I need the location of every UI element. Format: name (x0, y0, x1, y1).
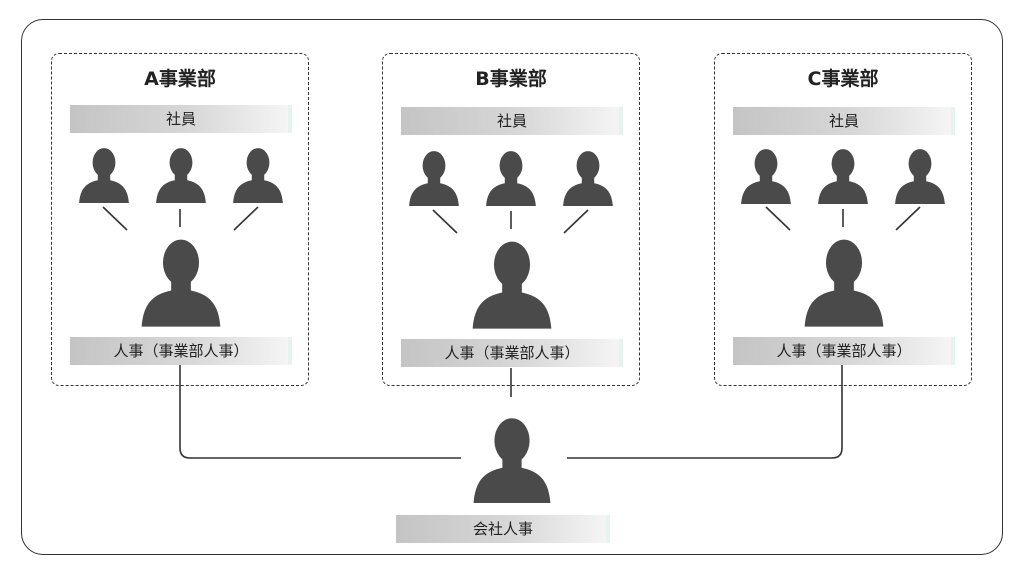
person-icon (817, 147, 869, 204)
person-icon (740, 147, 792, 204)
hr-label: 人事（事業部人事） (401, 339, 623, 367)
department-title: A事業部 (144, 68, 216, 90)
staff-label: 社員 (70, 105, 292, 133)
hr-person-icon (803, 236, 885, 327)
department-b: B事業部 (382, 53, 640, 386)
person-icon (155, 146, 207, 203)
person-icon (894, 147, 946, 204)
staff-label: 社員 (733, 107, 955, 135)
hr-person-icon (471, 238, 553, 329)
staff-label: 社員 (401, 107, 623, 135)
person-icon (408, 149, 460, 206)
person-icon (485, 149, 537, 206)
hr-label: 人事（事業部人事） (70, 337, 292, 365)
department-a: A事業部 (51, 53, 309, 386)
department-title: C事業部 (807, 68, 879, 90)
company-hr-label: 会社人事 (396, 515, 610, 543)
person-icon (562, 149, 614, 206)
person-icon (232, 146, 284, 203)
department-title: B事業部 (475, 68, 547, 90)
hr-label: 人事（事業部人事） (733, 337, 955, 365)
company-hr-person-icon (472, 414, 552, 504)
department-c: C事業部 (714, 53, 972, 386)
person-icon (78, 146, 130, 203)
hr-person-icon (140, 236, 222, 327)
outer-frame (21, 19, 1003, 555)
